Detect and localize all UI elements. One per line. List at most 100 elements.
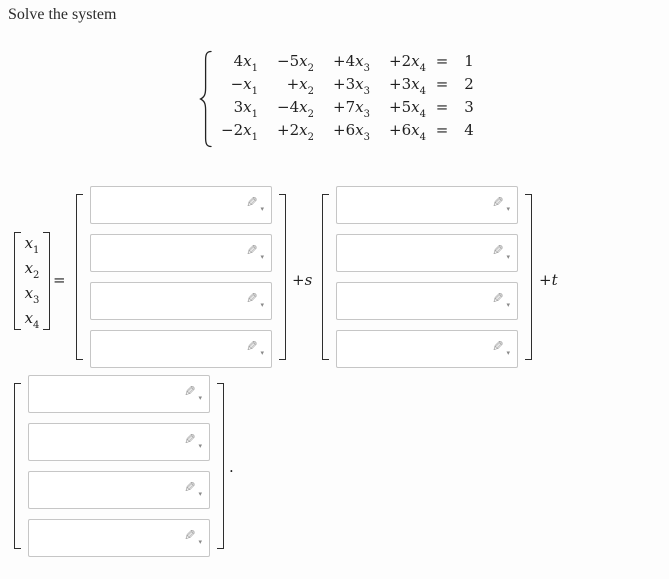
answer-box[interactable]: ✎▾: [28, 519, 210, 557]
answer-input[interactable]: [337, 283, 517, 319]
equation-term: +3x4: [389, 75, 426, 97]
equation-term: +3x3: [333, 75, 370, 97]
pencil-editor-icon[interactable]: ✎: [184, 480, 196, 496]
answer-input[interactable]: [91, 331, 271, 367]
answer-box[interactable]: ✎▾: [90, 186, 272, 224]
caret-down-icon: ▾: [506, 205, 510, 213]
equation-term: +x2: [286, 75, 314, 97]
left-bracket: [76, 194, 83, 360]
left-bracket: [14, 383, 21, 549]
s-vector-group: ✎▾✎▾✎▾✎▾: [322, 186, 532, 368]
caret-down-icon: ▾: [260, 205, 264, 213]
equals-sign: =: [435, 98, 449, 116]
answer-input[interactable]: [29, 472, 209, 508]
answer-box[interactable]: ✎▾: [336, 330, 518, 368]
pencil-editor-icon[interactable]: ✎: [492, 291, 504, 307]
equals-sign: =: [53, 271, 66, 289]
pencil-editor-icon[interactable]: ✎: [246, 195, 258, 211]
caret-down-icon: ▾: [260, 349, 264, 357]
equation-term: −x1: [230, 75, 258, 97]
caret-down-icon: ▾: [198, 538, 202, 546]
answer-box[interactable]: ✎▾: [90, 282, 272, 320]
equation-term: 4x1: [233, 52, 258, 74]
curly-brace-icon: [199, 50, 212, 148]
answer-box[interactable]: ✎▾: [336, 282, 518, 320]
answer-input[interactable]: [337, 331, 517, 367]
answer-box-column: ✎▾✎▾✎▾✎▾: [336, 186, 518, 368]
pencil-editor-icon[interactable]: ✎: [492, 243, 504, 259]
plus-sign: +: [539, 271, 552, 289]
answer-input[interactable]: [29, 376, 209, 412]
answer-box-column: ✎▾✎▾✎▾✎▾: [28, 375, 210, 557]
equation-term: +2x2: [277, 121, 314, 143]
plus-s-term: +s: [292, 271, 312, 289]
pencil-editor-icon[interactable]: ✎: [184, 528, 196, 544]
page-title: Solve the system: [8, 6, 117, 23]
vector-entry: x3: [24, 284, 40, 306]
parameter-s: s: [304, 271, 313, 289]
answer-box-column: ✎▾✎▾✎▾✎▾: [90, 186, 272, 368]
equation-term: −4x2: [277, 98, 314, 120]
answer-input[interactable]: [29, 520, 209, 556]
pencil-editor-icon[interactable]: ✎: [184, 384, 196, 400]
equation-rhs: 4: [464, 121, 474, 139]
equation-term: −2x1: [221, 121, 258, 143]
answer-input[interactable]: [337, 187, 517, 223]
vector-entry: x4: [24, 309, 40, 331]
equation-term: +6x4: [389, 121, 426, 143]
caret-down-icon: ▾: [260, 301, 264, 309]
t-vector-group: ✎▾✎▾✎▾✎▾: [14, 375, 224, 557]
answer-box[interactable]: ✎▾: [90, 234, 272, 272]
equals-sign: =: [435, 121, 449, 139]
vector-entry: x1: [24, 234, 40, 256]
answer-box[interactable]: ✎▾: [336, 234, 518, 272]
variable-vector-entries: x1 x2 x3 x4: [21, 234, 43, 331]
caret-down-icon: ▾: [198, 394, 202, 402]
answer-input[interactable]: [29, 424, 209, 460]
right-bracket: [279, 194, 286, 360]
answer-input[interactable]: [337, 235, 517, 271]
equation-term: 3x1: [233, 98, 258, 120]
vector-entry: x2: [24, 259, 40, 281]
equation-term: +7x3: [333, 98, 370, 120]
variable-vector: x1 x2 x3 x4: [14, 232, 50, 331]
answer-box[interactable]: ✎▾: [90, 330, 272, 368]
equation-rhs: 2: [464, 75, 474, 93]
parameter-t: t: [551, 271, 558, 289]
answer-input[interactable]: [91, 235, 271, 271]
answer-box[interactable]: ✎▾: [28, 423, 210, 461]
pencil-editor-icon[interactable]: ✎: [246, 339, 258, 355]
sentence-period: .: [229, 458, 234, 476]
plus-sign: +: [292, 271, 305, 289]
pencil-editor-icon[interactable]: ✎: [492, 339, 504, 355]
caret-down-icon: ▾: [198, 490, 202, 498]
caret-down-icon: ▾: [506, 301, 510, 309]
caret-down-icon: ▾: [506, 349, 510, 357]
caret-down-icon: ▾: [506, 253, 510, 261]
right-bracket: [43, 232, 50, 330]
equation-term: +6x3: [333, 121, 370, 143]
pencil-editor-icon[interactable]: ✎: [246, 291, 258, 307]
answer-box[interactable]: ✎▾: [336, 186, 518, 224]
answer-input[interactable]: [91, 187, 271, 223]
equation-rhs: 1: [464, 52, 474, 70]
left-bracket: [322, 194, 329, 360]
equation-rhs: 3: [464, 98, 474, 116]
equals-sign: =: [435, 75, 449, 93]
left-bracket: [14, 232, 21, 330]
caret-down-icon: ▾: [260, 253, 264, 261]
caret-down-icon: ▾: [198, 442, 202, 450]
answer-box[interactable]: ✎▾: [28, 375, 210, 413]
pencil-editor-icon[interactable]: ✎: [246, 243, 258, 259]
equation-term: +2x4: [389, 52, 426, 74]
equation-term: +4x3: [333, 52, 370, 74]
answer-input[interactable]: [91, 283, 271, 319]
answer-box[interactable]: ✎▾: [28, 471, 210, 509]
particular-vector-group: ✎▾✎▾✎▾✎▾: [76, 186, 286, 368]
pencil-editor-icon[interactable]: ✎: [184, 432, 196, 448]
equals-sign: =: [435, 52, 449, 70]
equation-term: +5x4: [389, 98, 426, 120]
right-bracket: [525, 194, 532, 360]
pencil-editor-icon[interactable]: ✎: [492, 195, 504, 211]
